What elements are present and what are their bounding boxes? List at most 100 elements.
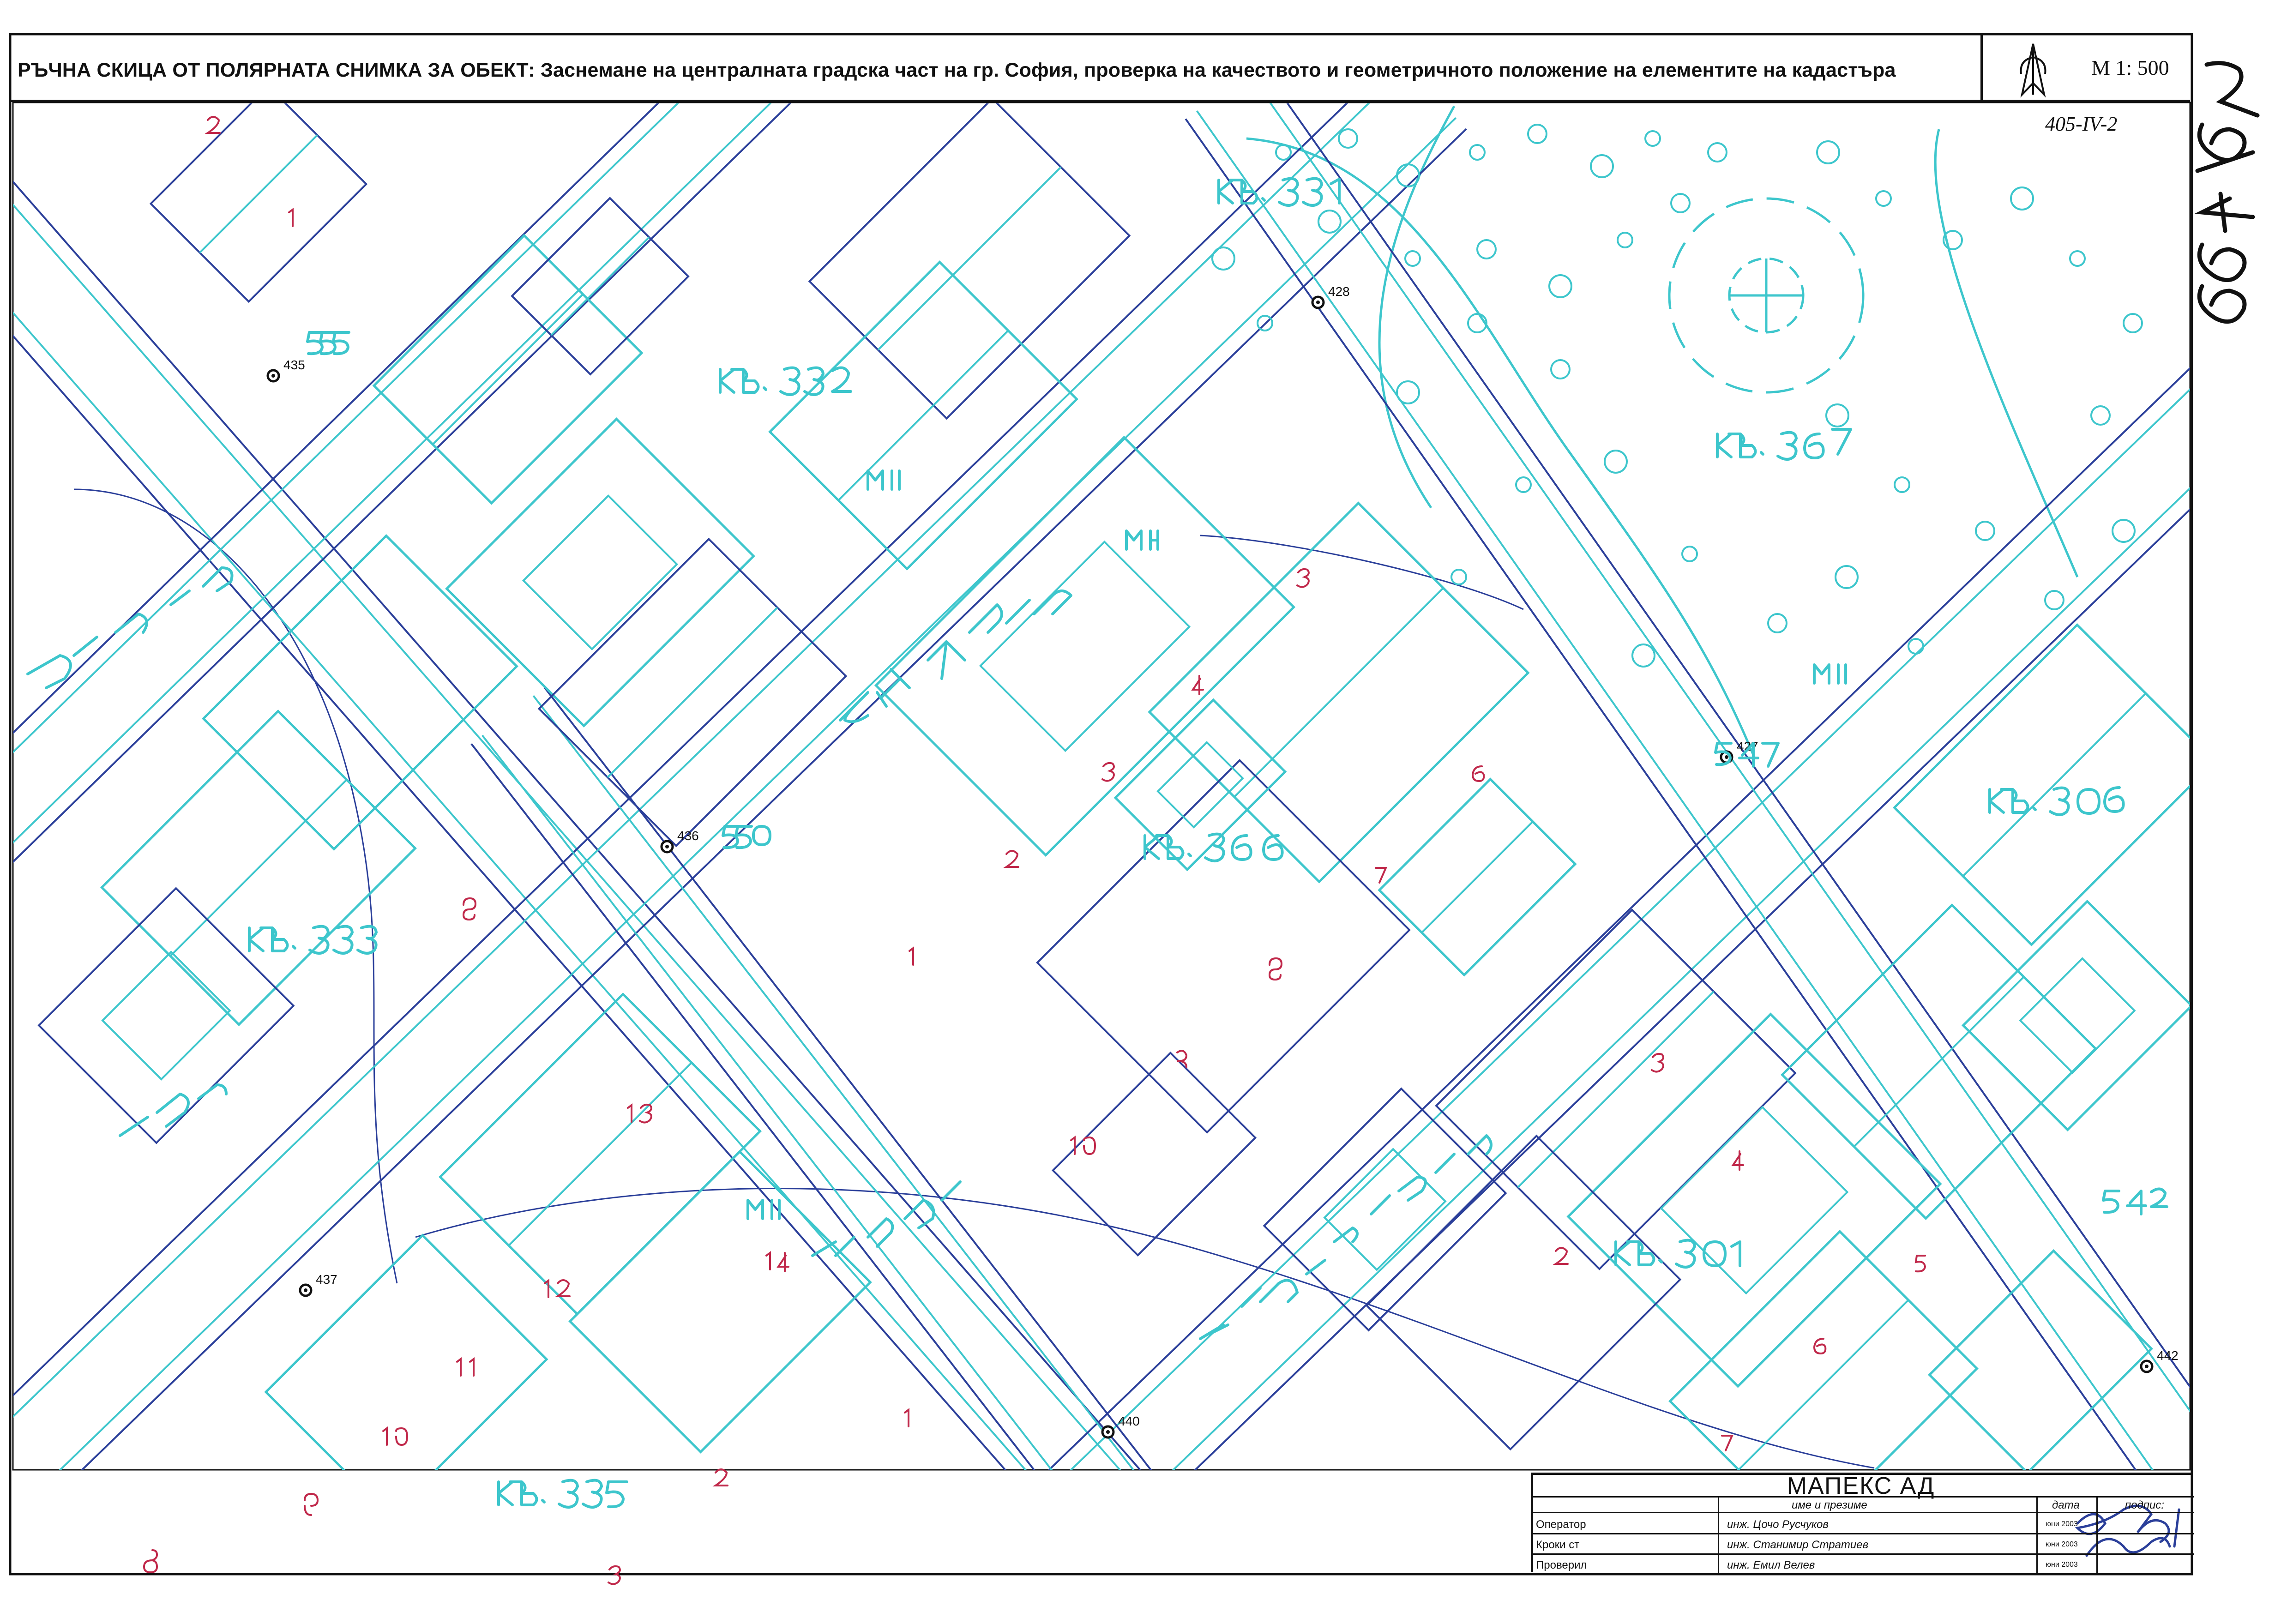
traverse-point-number: 440 — [1118, 1414, 1140, 1428]
traverse-point-icon: 428 — [1311, 284, 1350, 309]
tree-icon — [1767, 613, 1787, 633]
elevation-542 — [2102, 1187, 2168, 1215]
street-label-patleyna-lower — [119, 1083, 228, 1137]
traverse-point-number: 442 — [2157, 1348, 2179, 1363]
street-tundzha-nw — [13, 180, 1142, 1470]
block-label-306 — [1988, 786, 2125, 816]
outer-frame — [9, 33, 2193, 1576]
traverse-point-number: 428 — [1328, 284, 1350, 299]
traverse-point-number: 435 — [283, 358, 305, 372]
tree-icon — [1835, 565, 1859, 589]
tree-icon — [1275, 144, 1292, 161]
tree-icon — [1515, 476, 1532, 493]
block-label-333 — [248, 925, 378, 955]
tb-name-sketcher: инж. Станимир Стратиев — [1727, 1539, 1869, 1551]
tree-icon — [1396, 380, 1420, 404]
sheet-number-handwriting — [2194, 61, 2260, 324]
elevation-550 — [722, 825, 771, 849]
parcel-outline — [568, 1150, 872, 1454]
parcel-outline — [768, 260, 1078, 571]
parcel-outline — [511, 197, 690, 376]
tb-date-checker: юни 2003 — [2046, 1561, 2078, 1569]
parcel-outline — [1365, 1134, 1682, 1451]
tree-icon — [1211, 247, 1235, 271]
tb-role-operator: Оператор — [1536, 1518, 1586, 1531]
tree-icon — [1550, 359, 1571, 379]
tree-icon — [1975, 521, 1995, 541]
tree-icon — [1590, 154, 1614, 178]
parcel-outline — [1566, 1012, 1942, 1388]
parcel-outline — [372, 234, 644, 505]
tb-rule — [2036, 1496, 2038, 1575]
map-handwriting — [26, 177, 2168, 1509]
tree-icon — [1908, 638, 1924, 655]
block-label-367 — [1716, 428, 1852, 461]
tree-icon — [1527, 124, 1547, 144]
tree-icon — [1404, 250, 1421, 267]
tb-rule — [2096, 1496, 2098, 1575]
traverse-point-icon: 442 — [2140, 1348, 2179, 1373]
block-label-331 — [1217, 177, 1341, 207]
tb-date-sketcher: юни 2003 — [2046, 1540, 2078, 1548]
tb-rule — [1533, 1553, 2194, 1555]
street-car-petar — [13, 103, 1467, 1470]
street-label-hristo-stanchev — [1199, 1134, 1493, 1340]
tb-name-checker: инж. Емил Велев — [1727, 1559, 1815, 1571]
traverse-point-icon: 437 — [299, 1272, 337, 1297]
tree-icon — [1396, 163, 1420, 187]
tree-icon — [1894, 476, 1910, 493]
tree-icon — [2010, 186, 2034, 211]
tree-icon — [1707, 142, 1727, 162]
traverse-point-number: 436 — [677, 829, 699, 843]
parcel-outline — [37, 887, 295, 1144]
block-label-301 — [1614, 1239, 1741, 1269]
tree-icon — [1338, 128, 1358, 149]
tree-icon — [1943, 230, 1963, 250]
parcel-outline — [1113, 698, 1287, 872]
parcel-outline — [1051, 1051, 1257, 1257]
parcel-outline — [202, 534, 518, 851]
tb-role-sketcher: Кроки ст — [1536, 1539, 1580, 1551]
tree-icon — [2123, 313, 2143, 333]
parcel-outline — [1036, 759, 1411, 1134]
company-name: МАПЕКС АД — [1727, 1474, 1995, 1498]
tree-icon — [1670, 193, 1691, 213]
tree-icon — [2069, 250, 2086, 267]
traverse-point-icon: 440 — [1101, 1414, 1140, 1439]
tb-date-operator: юни 2003 — [2046, 1520, 2078, 1528]
tree-icon — [1318, 210, 1342, 234]
title-block: МАПЕКС АД име и презиме дата подпис: Опе… — [1531, 1473, 2194, 1575]
tree-icon — [1467, 313, 1487, 333]
tb-rule — [1718, 1496, 1719, 1575]
sheet-code: 405-IV-2 — [2045, 113, 2118, 135]
parcel-outline — [100, 710, 417, 1026]
tb-header-sign: подпис: — [2125, 1499, 2165, 1511]
tree-icon — [1604, 450, 1628, 474]
parcel-outline — [1668, 1230, 1979, 1470]
utility-curves — [73, 488, 1875, 1469]
parcel-outline — [1781, 903, 2097, 1220]
tb-rule — [1533, 1496, 2194, 1498]
parcel-outline — [264, 1233, 548, 1470]
north-arrow-box — [1980, 35, 2087, 102]
block-label-332 — [719, 366, 852, 396]
red-parcel-numbers — [143, 116, 1926, 1585]
park-fountain — [1668, 197, 1865, 394]
tree-icon — [1476, 239, 1497, 259]
tree-icon — [2044, 590, 2064, 610]
elevation-555 — [306, 331, 350, 355]
sketch-title: РЪЧНА СКИЦА ОТ ПОЛЯРНАТА СНИМКА ЗА ОБЕКТ… — [18, 59, 1896, 81]
tree-icon — [1631, 644, 1655, 668]
map-scale: М 1: 500 — [2091, 56, 2169, 79]
street-label-rakovski-left — [26, 566, 234, 689]
parcel-outline — [445, 417, 755, 728]
parcel-outline — [1148, 501, 1530, 884]
parcel-outline — [1263, 1087, 1507, 1332]
tree-icon — [1257, 315, 1273, 331]
tb-role-checker: Проверил — [1536, 1559, 1587, 1571]
north-arrow-icon — [2020, 43, 2046, 98]
street-label-car-petar — [839, 589, 1072, 723]
parcel-outline — [1892, 623, 2190, 947]
